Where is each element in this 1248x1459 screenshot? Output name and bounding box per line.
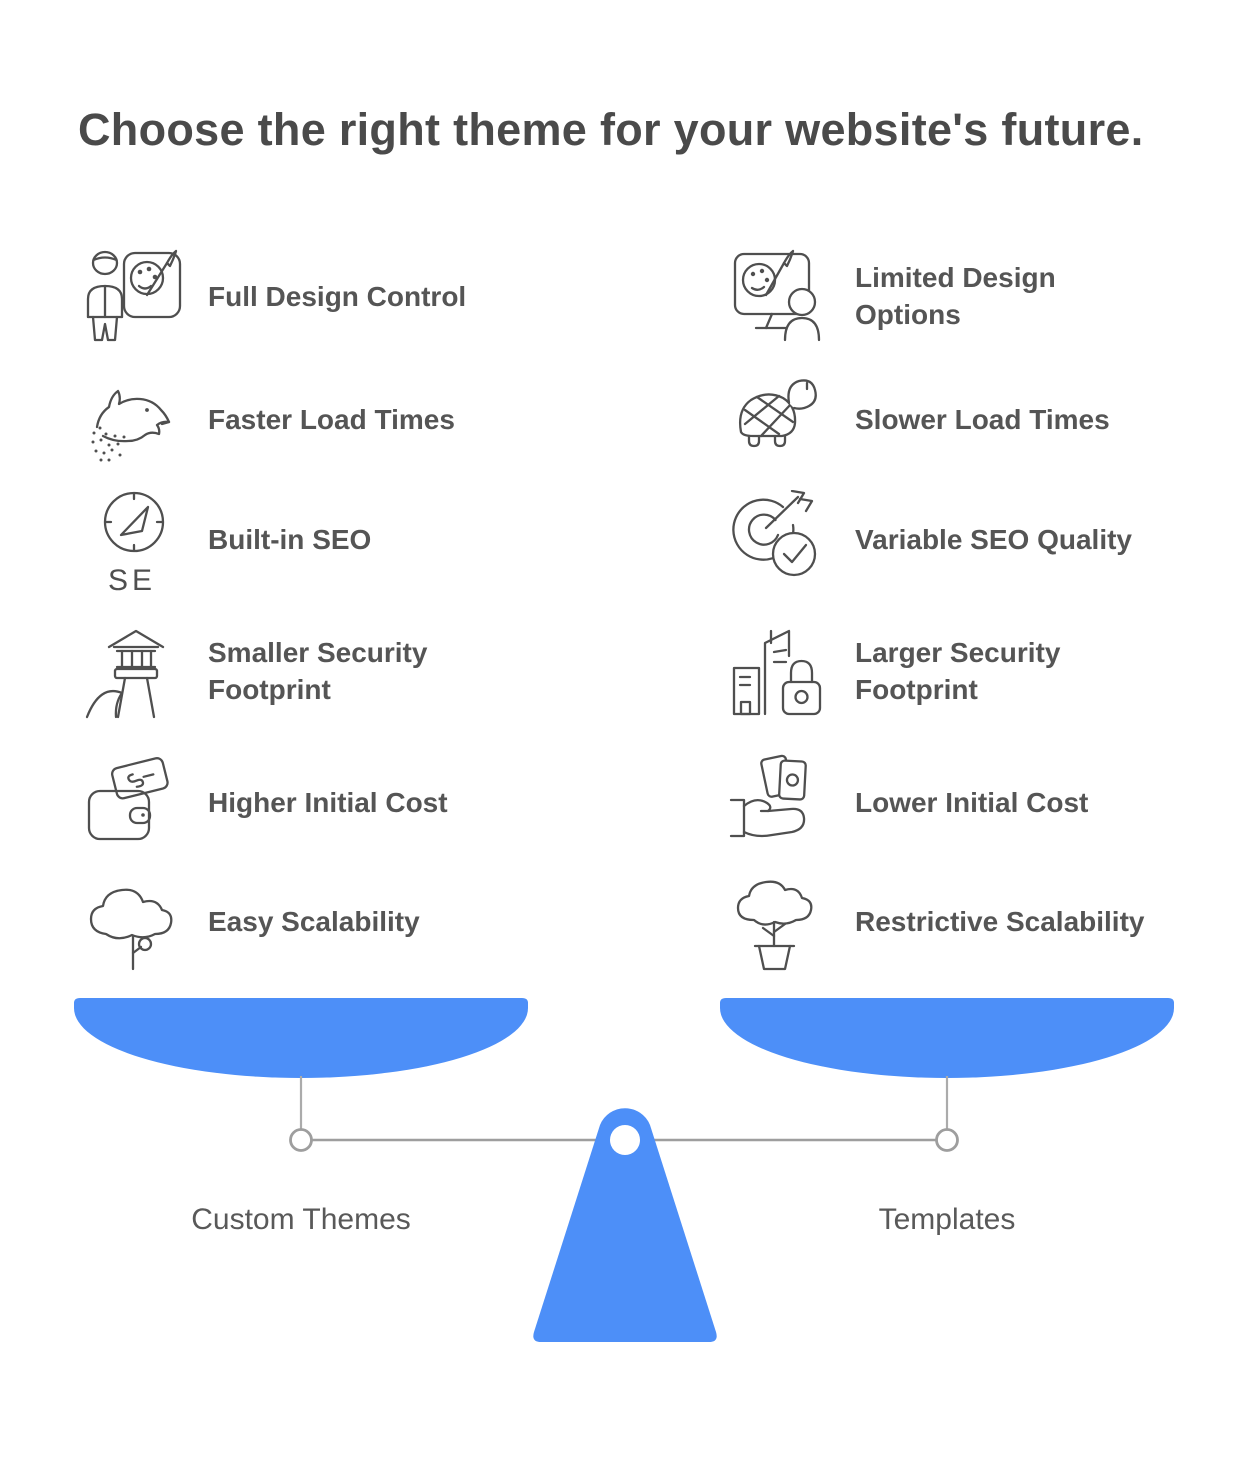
left-pan-label: Custom Themes [191, 1203, 411, 1236]
artist-canvas-icon [84, 242, 184, 352]
comparison-item: Higher Initial Cost [84, 748, 448, 858]
item-label: Full Design Control [208, 280, 467, 312]
svg-text:SE: SE [108, 564, 156, 596]
comparison-item: Smaller Security Footprint [84, 617, 427, 727]
page-title: Choose the right theme for your website'… [78, 104, 1144, 155]
comparison-item: Limited Design Options [728, 242, 1056, 352]
seo-compass-icon: SE [84, 485, 184, 596]
comparison-item: SE Built-in SEO [84, 485, 372, 596]
item-label: Lower Initial Cost [855, 786, 1089, 818]
comparison-item: Faster Load Times [84, 365, 455, 475]
item-label: Restrictive Scalability [855, 905, 1145, 937]
comparison-item: Restrictive Scalability [728, 867, 1144, 977]
comparison-item: Easy Scalability [84, 867, 420, 977]
comparison-item: Larger Security Footprint [728, 617, 1060, 727]
right-pan [720, 998, 1174, 1078]
comparison-item: Variable SEO Quality [728, 485, 1132, 595]
turtle-icon [728, 365, 828, 475]
fulcrum-hole [610, 1125, 640, 1155]
item-label: Limited Design Options [855, 262, 1056, 330]
city-lock-icon [728, 617, 828, 727]
item-label: Larger Security Footprint [855, 637, 1061, 705]
item-label: Smaller Security Footprint [208, 637, 428, 705]
item-label: Easy Scalability [208, 905, 420, 937]
cloud-tree-icon [84, 867, 184, 977]
hand-cash-icon [728, 748, 828, 858]
monitor-palette-icon [728, 242, 828, 352]
fulcrum [533, 1108, 717, 1342]
lighthouse-icon [84, 617, 184, 727]
cheetah-icon [84, 365, 184, 475]
right-pan-label: Templates [878, 1203, 1016, 1236]
comparison-item: Lower Initial Cost [728, 748, 1088, 858]
item-label: Variable SEO Quality [855, 523, 1133, 555]
balance-scale [74, 998, 1174, 1342]
wallet-cash-icon [84, 748, 184, 858]
item-label: Slower Load Times [855, 403, 1110, 435]
item-label: Built-in SEO [208, 523, 372, 555]
left-pan [74, 998, 528, 1078]
comparison-item: Slower Load Times [728, 365, 1110, 475]
left-hinge [289, 1128, 313, 1152]
comparison-item: Full Design Control [84, 242, 466, 352]
target-dart-check-icon [728, 485, 828, 595]
item-label: Higher Initial Cost [208, 786, 448, 818]
potted-plant-icon [728, 867, 828, 977]
item-label: Faster Load Times [208, 403, 455, 435]
right-hinge [935, 1128, 959, 1152]
